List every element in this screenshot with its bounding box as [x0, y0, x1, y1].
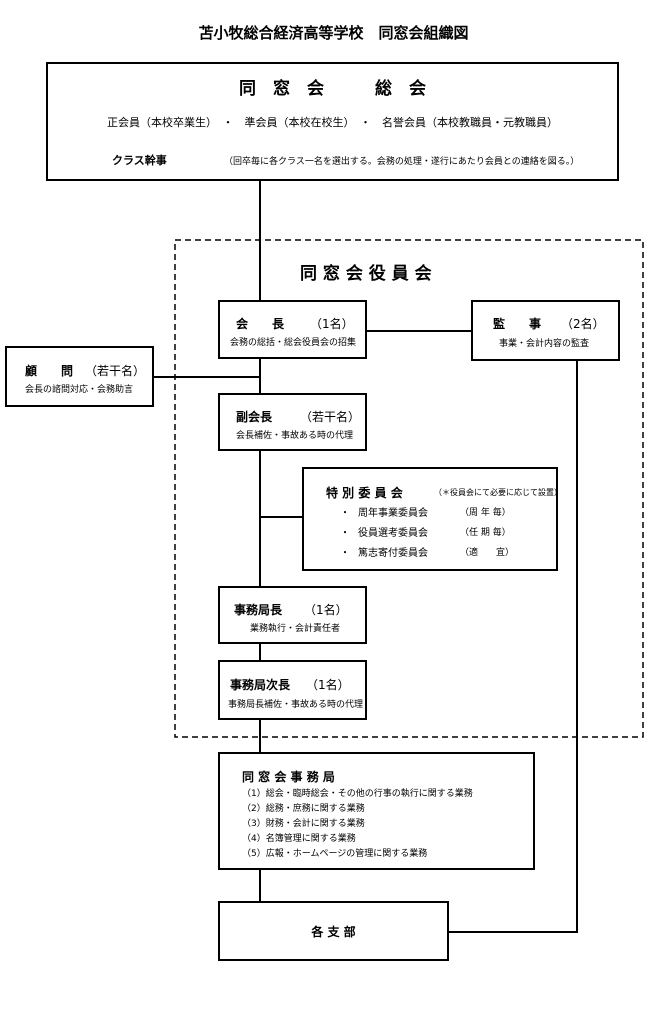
- auditor-title: 監 事: [493, 317, 542, 331]
- president-box: 会 長 （1名） 会務の総括・総会役員会の招集: [218, 300, 367, 359]
- secretary-general-count: （1名）: [304, 603, 348, 617]
- vice-president-count: （若干名）: [300, 410, 361, 424]
- connector-president-auditor: [366, 330, 472, 332]
- special-committee-item-term: （周 年 毎）: [460, 508, 511, 518]
- special-committee-bullet: ・: [340, 548, 350, 559]
- auditor-box: 監 事 （2名） 事業・会計内容の監査: [471, 300, 620, 361]
- president-title: 会 長: [236, 317, 285, 331]
- secretariat-box: 同 窓 会 事 務 局 （1）総会・臨時総会・その他の行事の執行に関する業務 （…: [218, 752, 535, 870]
- special-committee-item-term: （適 宜）: [460, 548, 515, 558]
- secretary-general-desc: 業務執行・会計責任者: [250, 624, 341, 634]
- secretariat-item: （3）財務・会計に関する業務: [242, 819, 365, 829]
- branches-box: 各 支 部: [218, 901, 449, 961]
- general-meeting-members: 正会員（本校卒業生） ・ 準会員（本校在校生） ・ 名誉会員（本校教職員・元教職…: [107, 116, 558, 129]
- general-meeting-title: 同 窓 会 総 会: [239, 79, 426, 99]
- secretariat-item: （5）広報・ホームページの管理に関する業務: [242, 849, 428, 859]
- auditor-desc: 事業・会計内容の監査: [499, 339, 590, 349]
- special-committee-box: 特 別 委 員 会 （＊役員会にて必要に応じて設置） ・ 周年事業委員会 （周 …: [302, 467, 562, 571]
- vice-president-title: 副会長: [236, 410, 273, 424]
- deputy-secretary-title: 事務局次長: [230, 678, 291, 692]
- special-committee-item-name: 役員選考委員会: [358, 528, 428, 539]
- page-title: 苫小牧総合経済高等学校 同窓会組織図: [198, 24, 469, 42]
- vice-president-box: 副会長 （若干名） 会長補佐・事故ある時の代理: [218, 393, 367, 451]
- special-committee-title: 特 別 委 員 会: [326, 486, 403, 500]
- general-meeting-box: 同 窓 会 総 会 正会員（本校卒業生） ・ 準会員（本校在校生） ・ 名誉会員…: [46, 62, 619, 181]
- connector-deputy-secretariat: [259, 719, 261, 753]
- board-title: 同 窓 会 役 員 会: [300, 264, 432, 284]
- secretariat-title: 同 窓 会 事 務 局: [242, 770, 335, 784]
- connector-president-vice: [259, 358, 261, 394]
- secretariat-item: （1）総会・臨時総会・その他の行事の執行に関する業務: [242, 789, 473, 799]
- deputy-secretary-box: 事務局次長 （1名） 事務局長補佐・事故ある時の代理: [218, 660, 367, 720]
- special-committee-bullet: ・: [340, 508, 350, 519]
- special-committee-item-name: 周年事業委員会: [358, 508, 428, 519]
- secretary-general-box: 事務局長 （1名） 業務執行・会計責任者: [218, 586, 367, 644]
- special-committee-note: （＊役員会にて必要に応じて設置）: [434, 488, 562, 497]
- connector-vice-secgen: [259, 450, 261, 587]
- deputy-secretary-count: （1名）: [306, 678, 350, 692]
- president-count: （1名）: [310, 317, 354, 331]
- secretariat-item: （2）総務・庶務に関する業務: [242, 804, 365, 814]
- auditor-count: （2名）: [561, 317, 605, 331]
- connector-advisor: [153, 376, 260, 378]
- branches-title: 各 支 部: [311, 925, 356, 939]
- deputy-secretary-desc: 事務局長補佐・事故ある時の代理: [228, 700, 364, 710]
- advisor-box: 顧 問 （若干名） 会長の諮問対応・会務助言: [5, 346, 154, 407]
- secretariat-item: （4）名簿管理に関する業務: [242, 834, 356, 844]
- advisor-title: 顧 問: [25, 364, 74, 378]
- connector-secgen-deputy: [259, 643, 261, 661]
- president-desc: 会務の総括・総会役員会の招集: [230, 338, 357, 348]
- class-officer-label: クラス幹事: [112, 154, 167, 167]
- special-committee-item-name: 篤志寄付委員会: [358, 548, 428, 559]
- class-officer-desc: （回卒毎に各クラス一名を選出する。会務の処理・遂行にあたり会員との連絡を図る。）: [224, 157, 580, 167]
- vice-president-desc: 会長補佐・事故ある時の代理: [236, 431, 354, 441]
- connector-meeting-president: [259, 180, 261, 300]
- connector-auditor-down: [576, 360, 578, 932]
- connector-secretariat-branches: [259, 869, 261, 902]
- connector-special-committee: [259, 516, 302, 518]
- special-committee-item-term: （任 期 毎）: [460, 528, 511, 538]
- connector-auditor-branches: [448, 931, 578, 933]
- advisor-count: （若干名）: [85, 364, 146, 378]
- special-committee-bullet: ・: [340, 528, 350, 539]
- secretary-general-title: 事務局長: [234, 603, 283, 617]
- advisor-desc: 会長の諮問対応・会務助言: [25, 385, 134, 395]
